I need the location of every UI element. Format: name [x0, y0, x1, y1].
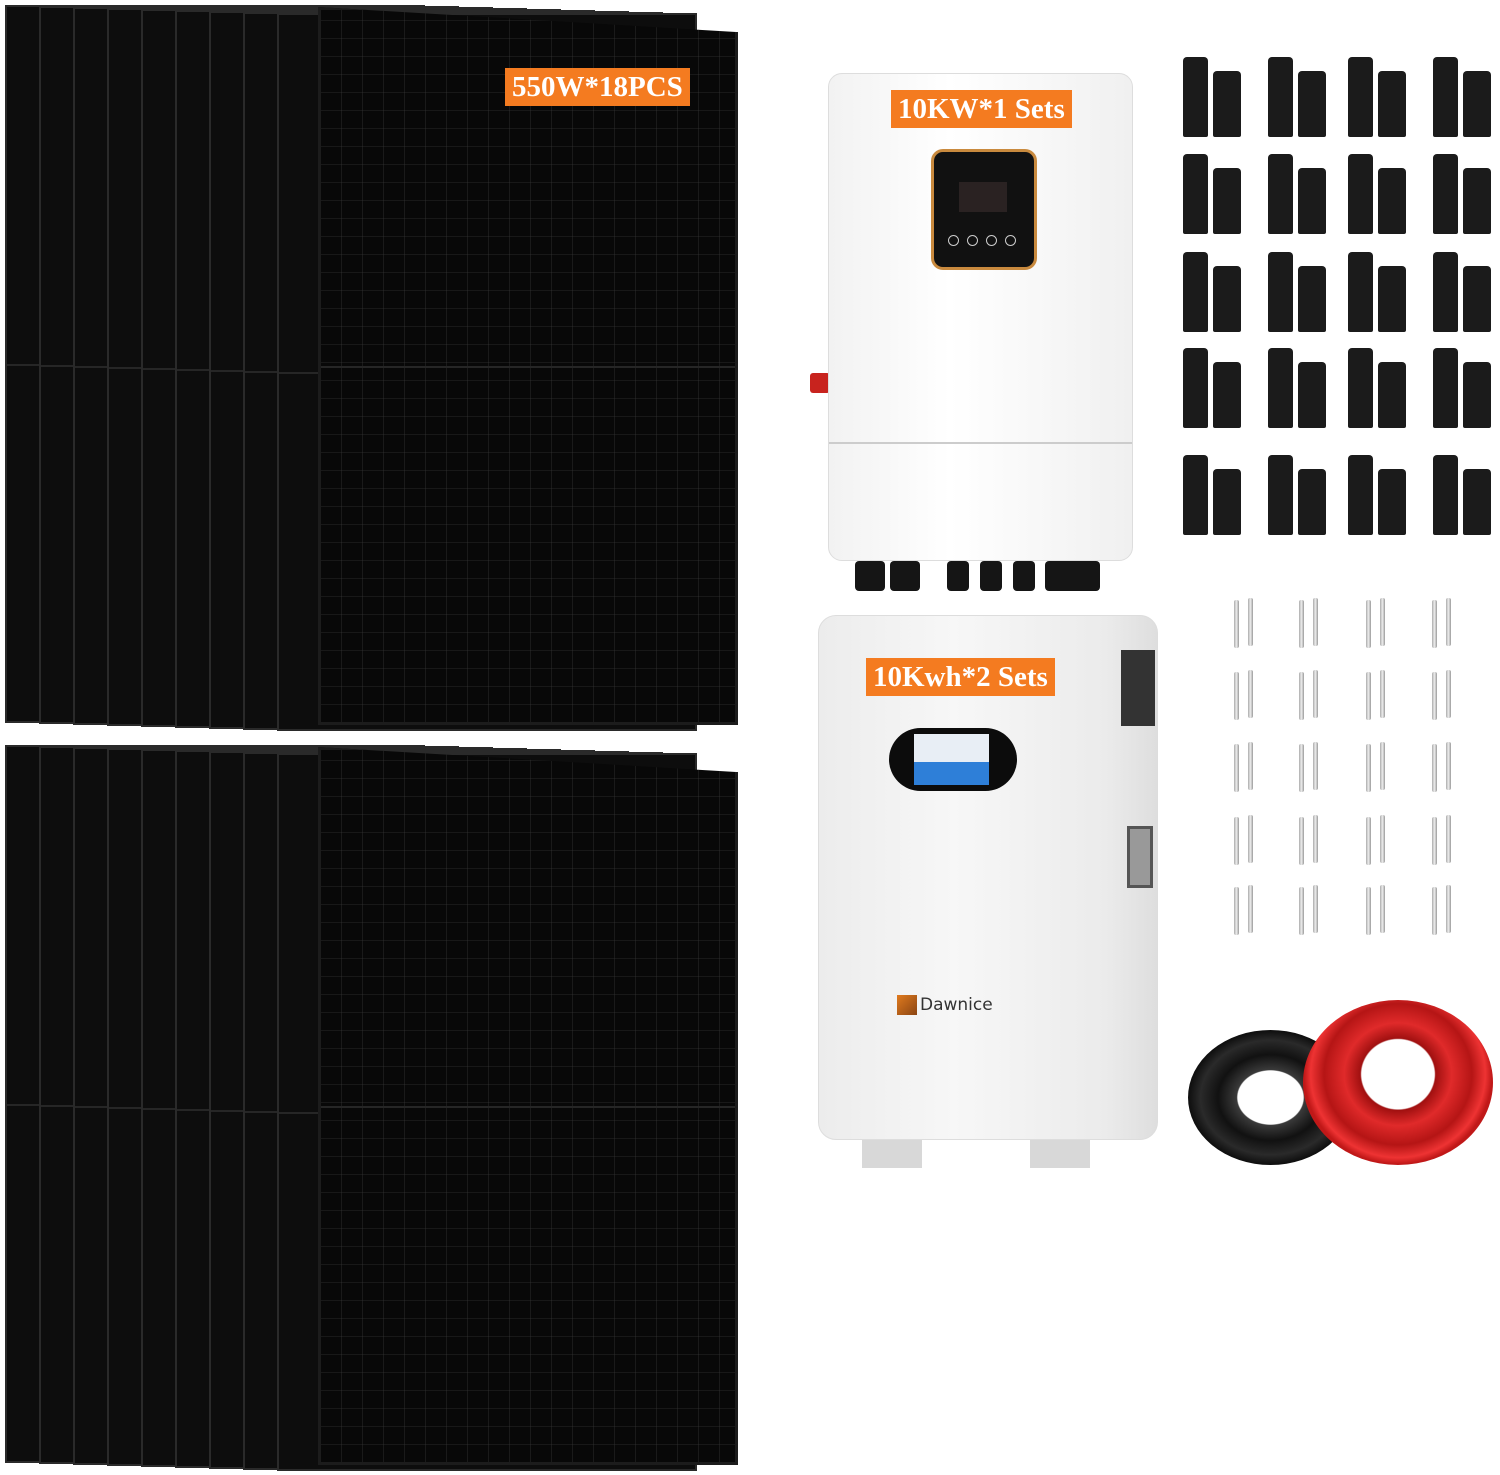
crimp-pin-pair [1232, 598, 1258, 648]
crimp-pin-pair [1232, 742, 1258, 792]
mc4-connector-pair [1348, 346, 1408, 428]
mc4-connector-pair [1433, 346, 1493, 428]
down-button-icon [986, 235, 997, 246]
battery-label: 10Kwh*2 Sets [866, 658, 1055, 696]
back-button-icon [948, 235, 959, 246]
brand-name: Dawnice [920, 995, 993, 1015]
inverter-switch [810, 373, 830, 393]
battery [818, 615, 1158, 1140]
crimp-pin-pair [1232, 670, 1258, 720]
crimp-pin-pair [1297, 598, 1323, 648]
mc4-connector-pair [1183, 55, 1243, 137]
crimp-pin-pair [1430, 742, 1456, 792]
enter-button-icon [1005, 235, 1016, 246]
inverter-divider [829, 442, 1132, 444]
crimp-pin-pair [1232, 815, 1258, 865]
battery-foot [1030, 1140, 1090, 1168]
inverter-display [931, 149, 1037, 270]
battery-screen [889, 728, 1017, 791]
mc4-connector-pair [1433, 250, 1493, 332]
mc4-connector-pair [1348, 152, 1408, 234]
crimp-pin-pair [1430, 598, 1456, 648]
crimp-pin-pair [1430, 885, 1456, 935]
battery-handle [1127, 826, 1153, 888]
brand-logo: Dawnice [897, 995, 993, 1015]
crimp-pin-pair [1364, 885, 1390, 935]
mc4-connector-pair [1348, 250, 1408, 332]
mc4-connector-pair [1433, 152, 1493, 234]
mc4-connector-pair [1348, 55, 1408, 137]
crimp-pin-pair [1297, 742, 1323, 792]
battery-foot [862, 1140, 922, 1168]
inverter-label: 10KW*1 Sets [891, 90, 1072, 128]
inverter [828, 73, 1133, 561]
mc4-connector-pair [1348, 453, 1408, 535]
mc4-connector-pair [1183, 346, 1243, 428]
mc4-connector-pair [1268, 346, 1328, 428]
brand-logo-mark [897, 995, 917, 1015]
crimp-pin-pair [1364, 742, 1390, 792]
mc4-connector-pair [1183, 250, 1243, 332]
crimp-pin-pair [1364, 815, 1390, 865]
up-button-icon [967, 235, 978, 246]
crimp-pin-pair [1297, 815, 1323, 865]
crimp-pin-pair [1430, 815, 1456, 865]
red-cable-coil [1303, 1000, 1493, 1165]
solar-panel-front [318, 747, 738, 1465]
mc4-connector-pair [1183, 453, 1243, 535]
inverter-screen [959, 182, 1007, 212]
mc4-connector-pair [1433, 453, 1493, 535]
inverter-cable-glands [855, 561, 1100, 595]
battery-vent [1121, 650, 1155, 726]
crimp-pin-pair [1297, 670, 1323, 720]
crimp-pin-pair [1364, 598, 1390, 648]
mc4-connector-pair [1433, 55, 1493, 137]
panels-label: 550W*18PCS [505, 68, 690, 106]
crimp-pin-pair [1297, 885, 1323, 935]
crimp-pin-pair [1232, 885, 1258, 935]
mc4-connector-pair [1268, 250, 1328, 332]
crimp-pin-pair [1430, 670, 1456, 720]
mc4-connector-pair [1183, 152, 1243, 234]
mc4-connector-pair [1268, 152, 1328, 234]
mc4-connector-pair [1268, 55, 1328, 137]
crimp-pin-pair [1364, 670, 1390, 720]
solar-panel-front [318, 7, 738, 725]
mc4-connector-pair [1268, 453, 1328, 535]
